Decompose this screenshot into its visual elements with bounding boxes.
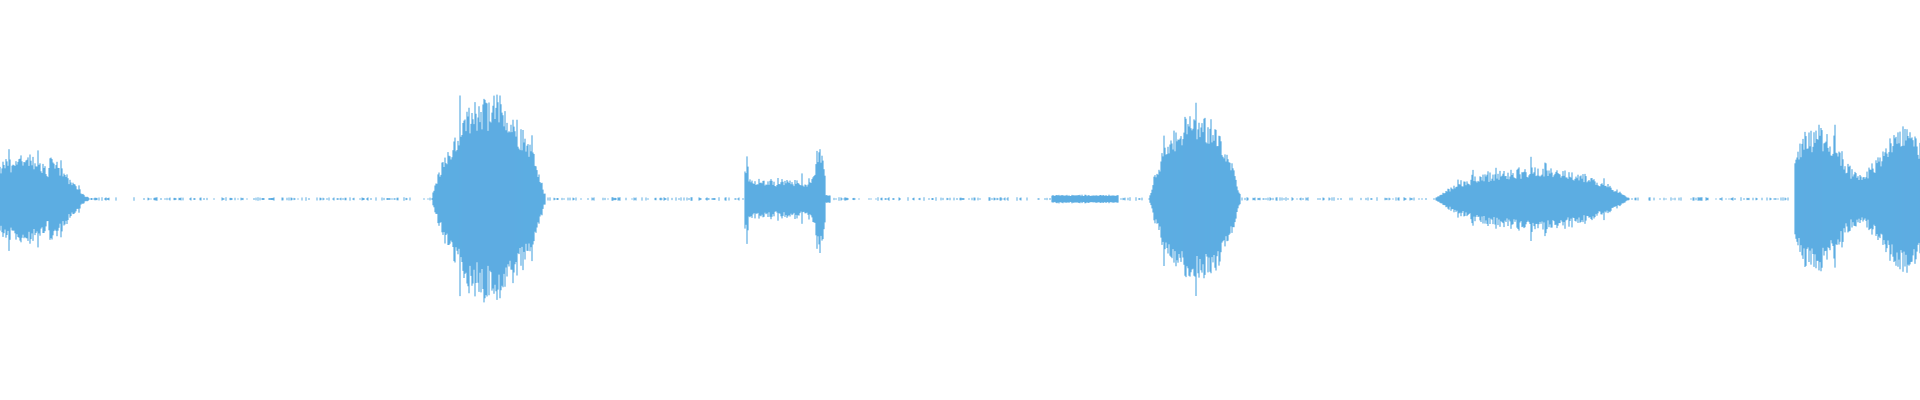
segment-6: [1435, 156, 1629, 241]
waveform-bars: [0, 94, 1920, 303]
segment-3: [744, 149, 831, 253]
segment-7: [1794, 124, 1920, 273]
segment-4: [1051, 194, 1119, 204]
segment-2: [432, 94, 546, 303]
segment-1: [0, 149, 89, 251]
segment-5: [1149, 102, 1241, 296]
